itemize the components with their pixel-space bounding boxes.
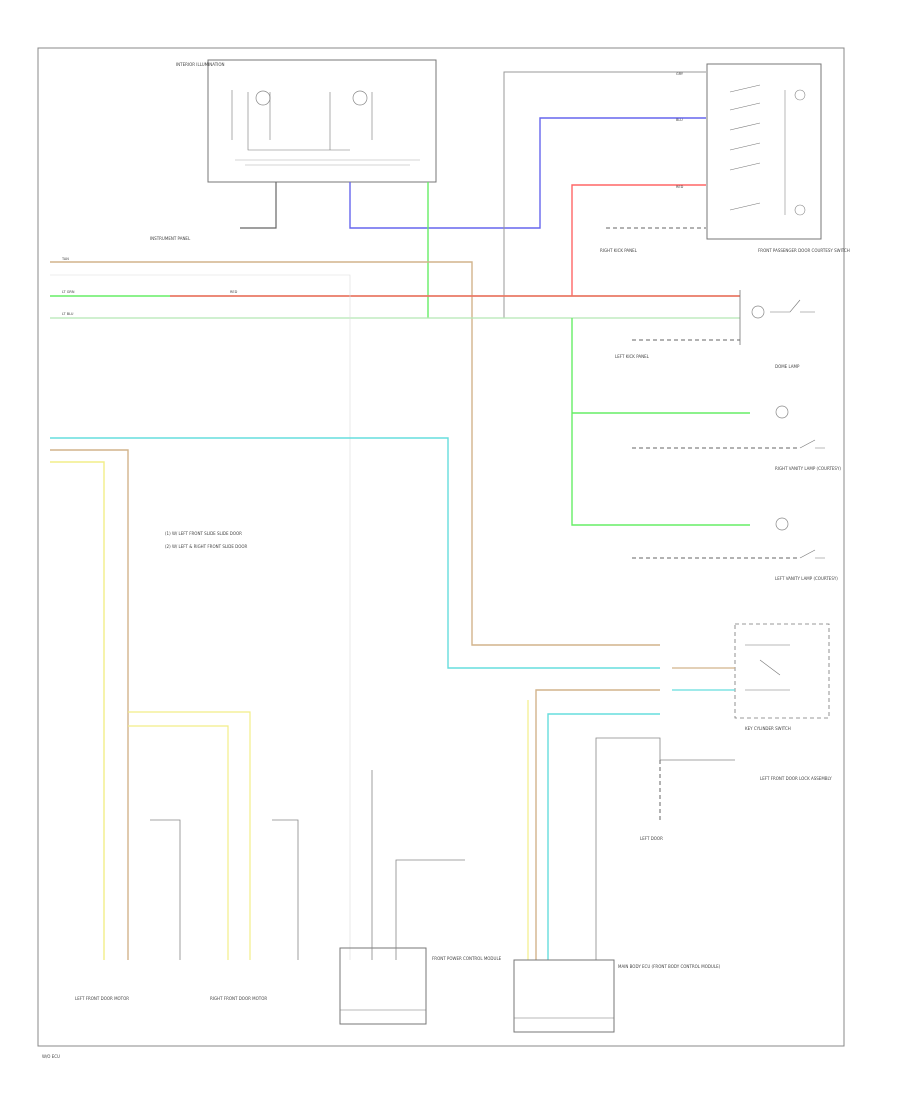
main-body-ecu-label: MAIN BODY ECU (FRONT BODY CONTROL MODULE…: [618, 964, 721, 969]
main-body-ecu: MAIN BODY ECU (FRONT BODY CONTROL MODULE…: [513, 959, 721, 1033]
wire-relay-ground: [240, 182, 277, 229]
wire-tan-label: TAN: [61, 257, 69, 261]
ground-label-1: INSTRUMENT PANEL: [150, 236, 191, 241]
wire-cyan-label: LT BLU: [62, 312, 74, 316]
courtesy-switch-box: FRONT PASSENGER DOOR COURTESY SWITCH: [706, 63, 850, 253]
ceiling-relay-box: INTERIOR ILLUMINATION: [176, 59, 437, 183]
wire-ecu-tan: [535, 689, 660, 960]
wire-red-label: RED: [676, 185, 684, 189]
wire-green-vanity: [571, 318, 750, 526]
right-vanity-label: RIGHT VANITY LAMP (COURTESY): [775, 466, 841, 471]
front-body-ecu-label: FRONT POWER CONTROL MODULE: [432, 956, 502, 961]
pass-door-motor-label: RIGHT FRONT DOOR MOTOR: [210, 996, 267, 1001]
wire-door-grey: [595, 737, 735, 960]
wire-grey-label: GRY: [676, 72, 684, 76]
ground-label-3: LEFT KICK PANEL: [615, 354, 650, 359]
ground-label-4: LEFT DOOR: [640, 836, 663, 841]
wire-tan-left: [50, 449, 129, 960]
relay-label: INTERIOR ILLUMINATION: [176, 62, 224, 67]
driver-door-motor-label: LEFT FRONT DOOR MOTOR: [75, 996, 129, 1001]
courtesy-switch-label: FRONT PASSENGER DOOR COURTESY SWITCH: [758, 248, 850, 253]
wire-thin-grey: [50, 274, 351, 960]
wire-blue-label: BLU: [676, 118, 683, 122]
note-2: (2) W/ LEFT & RIGHT FRONT SLIDE DOOR: [165, 544, 248, 549]
wire-grey-ecu: [371, 770, 465, 960]
left-front-door-label: LEFT FRONT DOOR LOCK ASSEMBLY: [760, 776, 832, 781]
diagram-frame: [37, 47, 845, 1047]
right-vanity-lamp: RIGHT VANITY LAMP (COURTESY): [775, 405, 841, 471]
ground-label-2: RIGHT KICK PANEL: [600, 248, 638, 253]
note-1: (1) W/ LEFT FRONT SLIDE SLIDE DOOR: [165, 531, 242, 536]
wire-blue: [349, 117, 706, 229]
wire-ecu-cyan: [547, 713, 660, 960]
wire-red-top: [571, 184, 706, 296]
wire-grey-top: [503, 71, 706, 318]
dome-lamp: DOME LAMP: [739, 290, 815, 369]
wire-yellow-branch: [128, 711, 251, 960]
left-vanity-label: LEFT VANITY LAMP (COURTESY): [775, 576, 838, 581]
wire-red-bus-label: RED: [230, 290, 238, 294]
key-cylinder-switch: KEY CYLINDER SWITCH: [734, 623, 830, 731]
key-cylinder-label: KEY CYLINDER SWITCH: [745, 726, 791, 731]
footer-label: W/O ECU: [42, 1054, 60, 1059]
dome-lamp-label: DOME LAMP: [775, 364, 800, 369]
wire-tan-bus: [50, 261, 660, 646]
front-body-ecu: FRONT POWER CONTROL MODULE: [339, 947, 502, 1025]
wire-cyan-long: [50, 437, 660, 669]
wire-green-label: LT GRN: [62, 290, 75, 294]
wire-grey-motor: [150, 819, 299, 960]
left-vanity-lamp: LEFT VANITY LAMP (COURTESY): [775, 517, 838, 581]
wire-yellow-left: [50, 461, 105, 960]
